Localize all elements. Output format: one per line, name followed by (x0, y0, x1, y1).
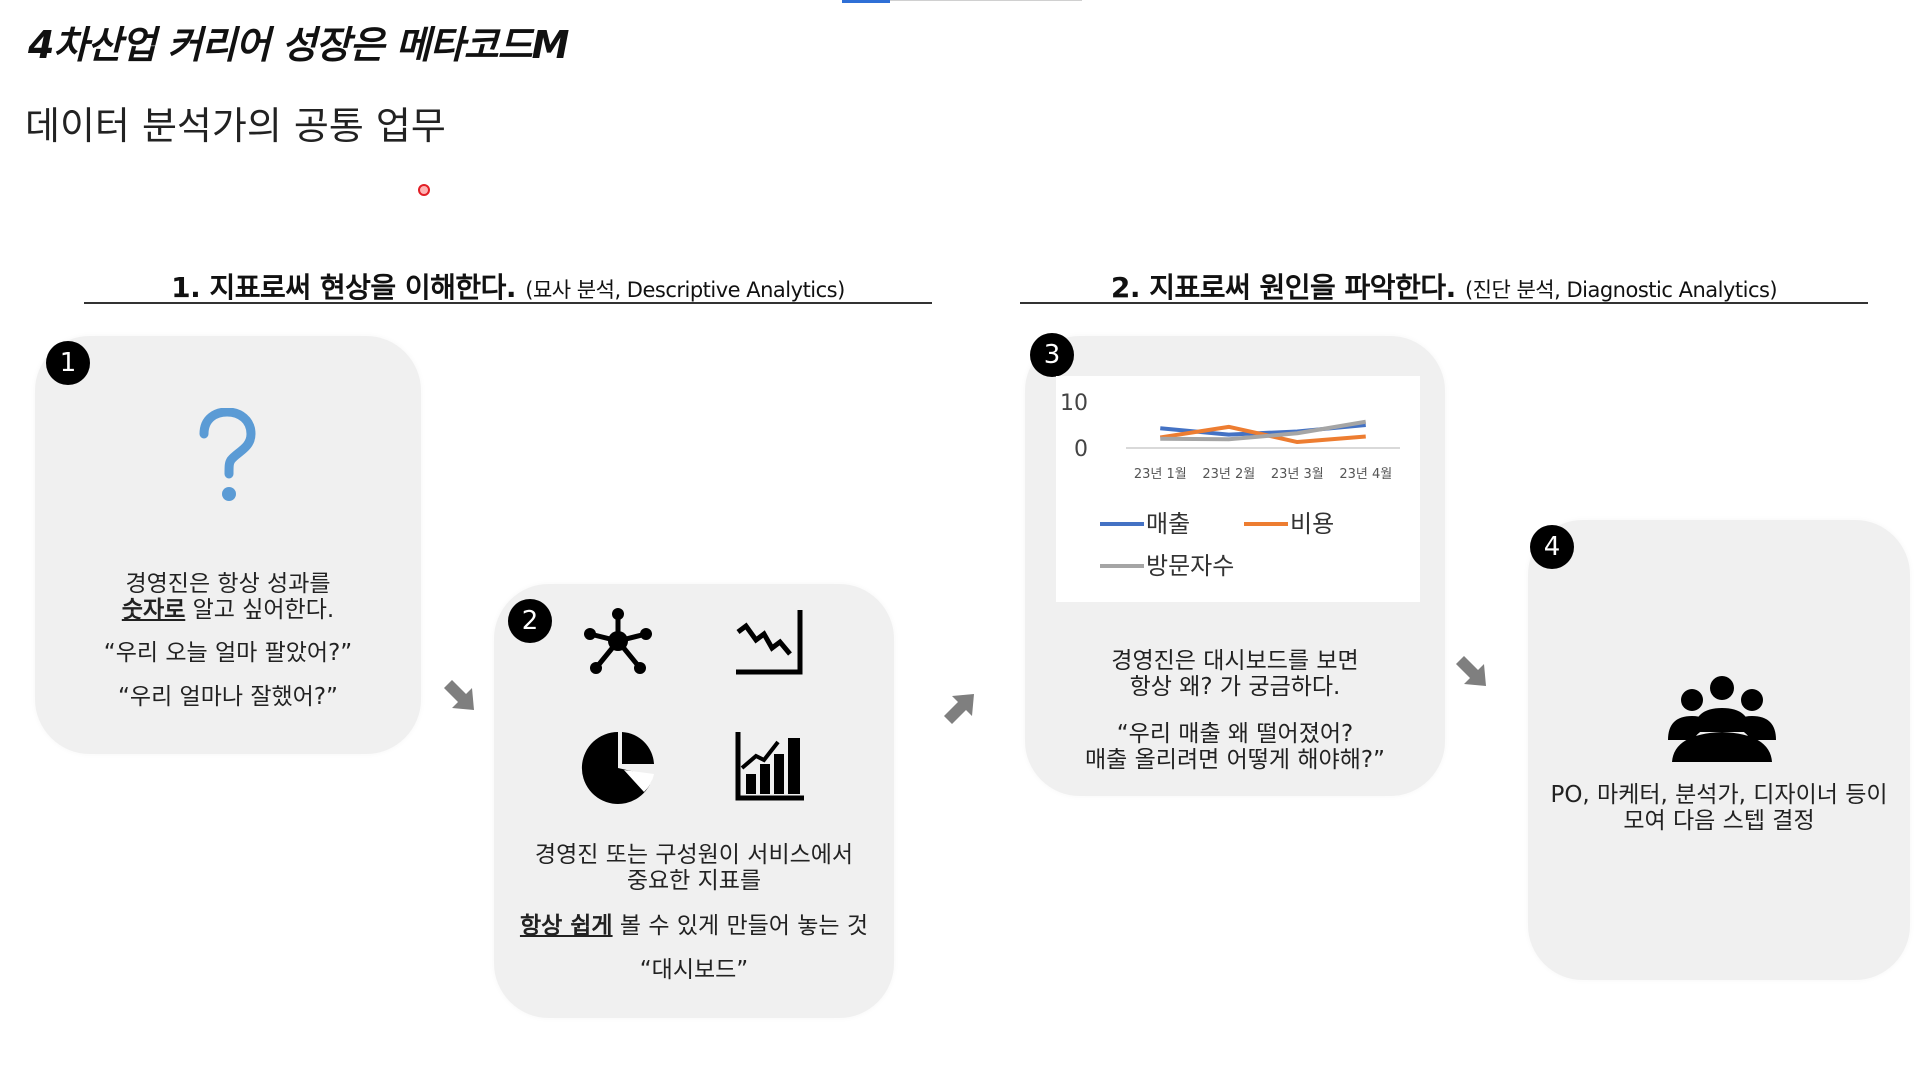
pointer-dot (418, 184, 430, 196)
arrow-up-right-icon (944, 694, 974, 724)
x-tick-label: 23년 3월 (1271, 467, 1324, 482)
legend-label: 매출 (1146, 510, 1190, 538)
series-line-3 (1160, 419, 1367, 442)
y-tick-label: 10 (1060, 391, 1088, 416)
card-3-line-2: 항상 왜? 가 궁금하다. (1129, 674, 1341, 701)
section-2-subtitle: (진단 분석, Diagnostic Analytics) (1464, 278, 1778, 302)
card-2-line-2: 중요한 지표를 (626, 868, 762, 895)
bar-chart-up-icon (735, 732, 804, 801)
network-icon (584, 608, 652, 674)
x-tick-label: 23년 2월 (1202, 467, 1255, 482)
card-1-line-2-rest: 알고 싶어한다. (185, 597, 335, 624)
arrow-down-right-icon (444, 680, 474, 710)
card-4-line-1: PO, 마케터, 분석가, 디자이너 등이 (1550, 782, 1888, 808)
section-2-heading: 2. 지표로써 원인을 파악한다. (진단 분석, Diagnostic Ana… (1020, 266, 1868, 306)
section-1-title: 1. 지표로써 현상을 이해한다. (171, 271, 517, 304)
section-2-rule (1020, 302, 1868, 304)
x-tick-label: 23년 4월 (1339, 467, 1392, 482)
section-1-rule (84, 302, 932, 304)
card-1-text: 경영진은 항상 성과를 숫자로 알고 싶어한다. “우리 오늘 얼마 팔았어?”… (35, 571, 421, 711)
brand-title: 4차산업 커리어 성장은 메타코드M (28, 23, 569, 67)
card-1-quote-1: “우리 오늘 얼마 팔았어?” (103, 639, 353, 666)
section-1-subtitle: (묘사 분석, Descriptive Analytics) (525, 278, 845, 302)
card-3-line-1: 경영진은 대시보드를 보면 (1111, 648, 1359, 674)
card-3-text: 경영진은 대시보드를 보면 항상 왜? 가 궁금하다. “우리 매출 왜 떨어졌… (1025, 648, 1445, 774)
step-badge-1: 1 (46, 341, 90, 385)
card-1 (35, 336, 421, 754)
card-2-line-3: 항상 쉽게 볼 수 있게 만들어 놓는 것 (494, 913, 894, 939)
card-2-line-4: “대시보드” (639, 957, 749, 984)
top-divider (890, 0, 1082, 1)
legend-label: 비용 (1290, 510, 1334, 538)
y-tick-label: 0 (1074, 437, 1088, 462)
card-1-line-2: 숫자로 알고 싶어한다. (35, 597, 421, 623)
section-1-heading: 1. 지표로써 현상을 이해한다. (묘사 분석, Descriptive An… (84, 266, 932, 306)
page-title: 데이터 분석가의 공통 업무 (25, 104, 446, 148)
card-3-quote-1: “우리 매출 왜 떨어졌어? (1116, 720, 1354, 747)
arrow-down-right-icon-2 (1456, 656, 1486, 686)
question-mark-icon (199, 408, 256, 501)
pie-chart-icon (581, 731, 654, 804)
line-chart-down-icon (736, 610, 803, 675)
card-2-text: 경영진 또는 구성원이 서비스에서 중요한 지표를 항상 쉽게 볼 수 있게 만… (494, 842, 894, 984)
team-group-icon (1668, 676, 1776, 762)
x-tick-label: 23년 1월 (1134, 467, 1187, 482)
card-1-quote-2: “우리 얼마나 잘했어?” (118, 684, 338, 711)
card-1-emphasis: 숫자로 (121, 597, 186, 624)
card-3-quote-2: 매출 올리려면 어떻게 해야해?” (1085, 747, 1385, 774)
step-badge-3: 3 (1030, 333, 1074, 377)
legend-label: 방문자수 (1146, 552, 1234, 580)
section-2-title: 2. 지표로써 원인을 파악한다. (1110, 271, 1456, 304)
top-progress-indicator (842, 0, 890, 3)
card-2-line-3-rest: 볼 수 있게 만들어 놓는 것 (612, 912, 869, 939)
card-1-line-1: 경영진은 항상 성과를 (125, 571, 331, 597)
card-2 (494, 584, 894, 1018)
card-2-line-1: 경영진 또는 구성원이 서비스에서 (534, 842, 854, 868)
step-badge-4: 4 (1530, 525, 1574, 569)
card-4-text: PO, 마케터, 분석가, 디자이너 등이 모여 다음 스텝 결정 (1528, 782, 1910, 835)
card-2-emphasis: 항상 쉽게 (519, 912, 613, 939)
step-badge-2: 2 (508, 599, 552, 643)
card-4-line-2: 모여 다음 스텝 결정 (1623, 808, 1815, 835)
